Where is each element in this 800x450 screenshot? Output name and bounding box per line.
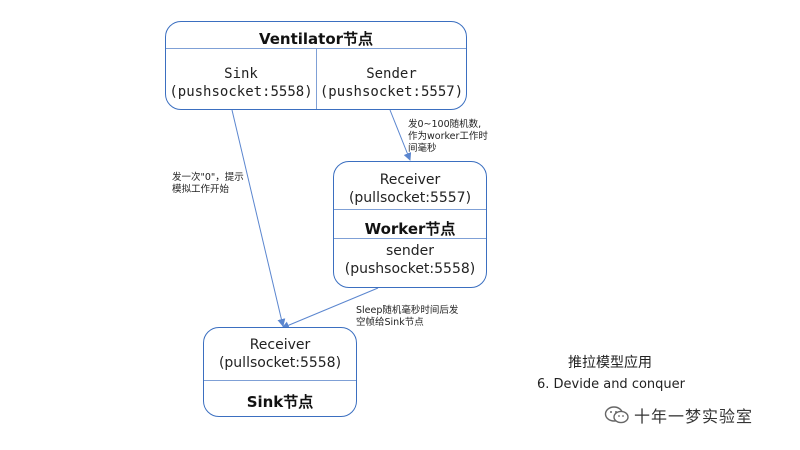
note-start-line2: 模拟工作开始 [172, 184, 230, 195]
note-sleep-line2: 空帧给Sink节点 [356, 317, 424, 328]
worker-divider-top [334, 209, 486, 210]
note-random-line2: 作为worker工作时 [408, 131, 488, 142]
watermark-text: 十年一梦实验室 [634, 407, 754, 426]
note-sleep: Sleep随机毫秒时间后发 空帧给Sink节点 [356, 305, 458, 329]
sink-title: Sink节点 [246, 393, 314, 411]
worker-sender-label: sender [385, 243, 435, 259]
watermark: 十年一梦实验室 [604, 404, 753, 426]
worker-sender-port: (pushsocket:5558) [344, 261, 476, 277]
sink-receiver-label: Receiver [249, 337, 311, 353]
ventilator-node: Ventilator节点 Sink (pushsocket:5558) Send… [165, 21, 467, 110]
ventilator-title: Ventilator节点 [258, 30, 374, 48]
worker-node: Receiver (pullsocket:5557) Worker节点 send… [333, 161, 487, 288]
sink-divider [204, 380, 356, 381]
ventilator-split [316, 48, 317, 109]
ventilator-sender-port: (pushsocket:5557) [319, 84, 464, 100]
note-start-line1: 发一次"0"，提示 [172, 172, 244, 183]
worker-receiver-label: Receiver [379, 172, 441, 188]
sink-receiver-port: (pullsocket:5558) [218, 355, 342, 371]
worker-divider-bottom [334, 238, 486, 239]
arrow-sink-to-receiver [231, 109, 286, 327]
ventilator-sink-label: Sink [224, 66, 258, 82]
note-random-line3: 间毫秒 [408, 143, 437, 154]
note-start-signal: 发一次"0"，提示 模拟工作开始 [172, 172, 244, 196]
note-random-line1: 发0~100随机数, [408, 119, 482, 130]
caption-subtitle: 6. Devide and conquer [537, 377, 685, 392]
ventilator-sender-label: Sender [366, 66, 417, 82]
note-random-number: 发0~100随机数, 作为worker工作时 间毫秒 [408, 119, 488, 155]
sink-node: Receiver (pullsocket:5558) Sink节点 [203, 327, 357, 417]
ventilator-sender-cell: Sender (pushsocket:5557) [317, 48, 466, 109]
caption-title: 推拉模型应用 [568, 355, 652, 371]
ventilator-sink-cell: Sink (pushsocket:5558) [166, 48, 316, 109]
arrow-worker-to-receiver [281, 287, 379, 329]
note-sleep-line1: Sleep随机毫秒时间后发 [356, 305, 459, 316]
arrow-sender-to-worker [389, 109, 412, 161]
wechat-icon [604, 406, 629, 424]
ventilator-sink-port: (pushsocket:5558) [169, 84, 313, 100]
worker-receiver-port: (pullsocket:5557) [348, 190, 472, 206]
worker-title: Worker节点 [364, 220, 456, 238]
